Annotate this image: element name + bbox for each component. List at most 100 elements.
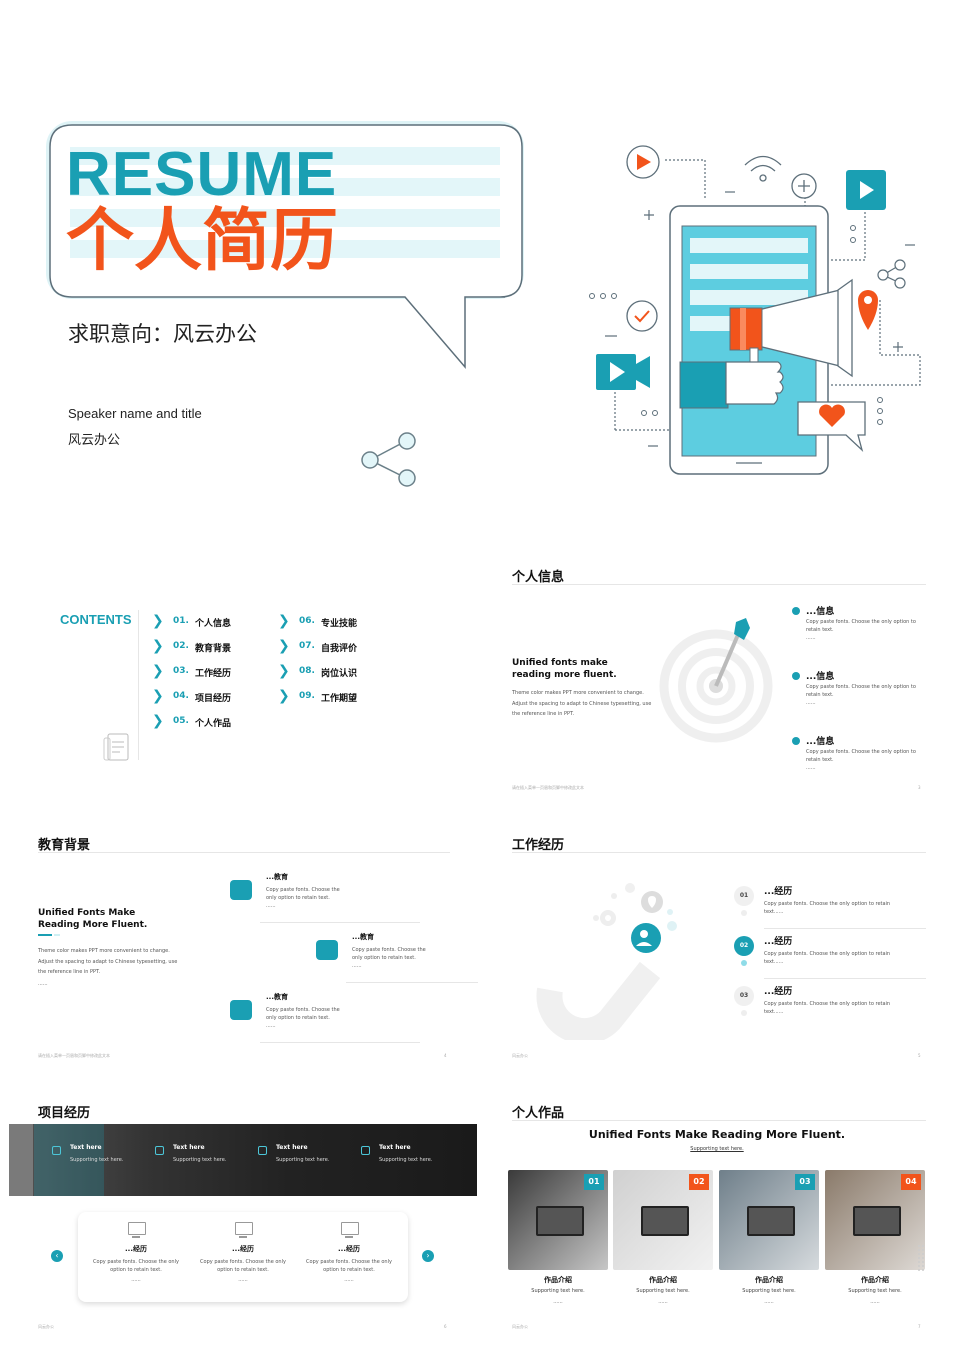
resume-title-cn: 个人简历: [66, 202, 339, 281]
share-network-icon: [877, 259, 906, 289]
work-item-divider: [764, 978, 926, 979]
info-item-dots: ......: [806, 635, 816, 641]
edu-lead2: Reading More Fluent.: [38, 920, 148, 930]
edu-item-title: ...教育: [352, 933, 374, 941]
contents-item-num: 04.: [173, 691, 189, 701]
server-icon: [230, 880, 252, 900]
next-arrow-button[interactable]: ›: [422, 1250, 434, 1262]
works-sub: Supporting text here.: [690, 1146, 744, 1152]
speech-bubble: [46, 121, 524, 370]
tablet-icon: [52, 1146, 61, 1155]
works-item-title: 作品介绍: [544, 1276, 572, 1284]
chevron-right-icon: ❯: [278, 638, 290, 654]
speaker-name: Speaker name and title: [68, 406, 202, 421]
info-item-text: Copy paste fonts. Choose the only option…: [806, 684, 916, 698]
works-item-title: 作品介绍: [861, 1276, 889, 1284]
project-banner: [9, 1124, 477, 1196]
chevron-right-icon: ❯: [152, 688, 164, 704]
works-footer: 风云办公: [512, 1324, 528, 1329]
contents-item-label: 自我评价: [321, 644, 358, 654]
works-item-num: 01: [584, 1174, 604, 1190]
contents-slide: CONTENTS ❯ 01. 个人信息 ❯ 02. 教育背景 ❯ 03. 工作经…: [0, 540, 478, 808]
edu-title: 教育背景: [38, 838, 91, 853]
heart-icon: [819, 404, 845, 427]
work-title: 工作经历: [512, 838, 565, 853]
contents-item-label: 项目经历: [195, 694, 232, 704]
works-title: 个人作品: [512, 1106, 565, 1121]
info-item-title: ...信息: [806, 672, 835, 682]
info-body: Theme color makes PPT more convenient to…: [512, 690, 652, 717]
contents-item-num: 07.: [299, 641, 315, 651]
info-item-dots: ......: [806, 765, 816, 771]
contents-item-label: 工作经历: [195, 669, 232, 679]
project-card-title: ...经历: [232, 1245, 254, 1253]
check-icon: [626, 300, 658, 332]
info-footer: 请在插入菜单—页眉和页脚中修改此文本: [512, 785, 584, 790]
edu-item-divider: [346, 982, 478, 983]
edu-item-title: ...教育: [266, 873, 288, 881]
contents-item-label: 专业技能: [321, 619, 358, 629]
contents-divider: [138, 610, 139, 760]
monitor-icon: [235, 1222, 253, 1235]
play-circle-icon: [792, 607, 800, 615]
banner-item-title: Text here: [173, 1144, 205, 1151]
works-item-dots: ......: [764, 1299, 774, 1305]
cover-slide: RESUME 个人简历 求职意向：风云办公 Speaker name and t…: [0, 0, 960, 540]
contents-item-num: 09.: [299, 691, 315, 701]
add-user-icon: [631, 923, 661, 953]
works-item-sub: Supporting text here.: [636, 1288, 690, 1294]
works-item-num: 04: [901, 1174, 921, 1190]
job-intent: 求职意向：风云办公: [68, 322, 257, 346]
works-dots-decor: [917, 1244, 925, 1272]
banner-item-sub: Supporting text here.: [70, 1157, 124, 1163]
work-item-text: Copy paste fonts. Choose the only option…: [764, 951, 891, 965]
works-item-sub: Supporting text here.: [848, 1288, 902, 1294]
target-dart-illustration: [659, 618, 773, 743]
education-slide: 教育背景 Unified Fonts Make Reading More Flu…: [0, 808, 478, 1076]
work-item-title: ...经历: [764, 937, 793, 947]
project-card-text: Copy paste fonts. Choose the only option…: [200, 1259, 286, 1273]
prev-arrow-button[interactable]: ‹: [51, 1250, 63, 1262]
chevron-right-icon: ❯: [152, 613, 164, 629]
laptop-icon: [536, 1206, 584, 1236]
share-icon: [361, 432, 416, 487]
banner-item-sub: Supporting text here.: [276, 1157, 330, 1163]
shield-icon: [155, 1146, 164, 1155]
work-item-divider: [764, 928, 926, 929]
contents-item-label: 教育背景: [195, 644, 232, 654]
project-cards-panel: [78, 1212, 408, 1302]
contents-item-label: 工作期望: [321, 694, 358, 704]
laptop-icon: [853, 1206, 901, 1236]
project-card-dots: ......: [131, 1277, 141, 1283]
work-slide: 工作经历 01 ...经历 Copy paste fonts. Choose t…: [480, 808, 960, 1076]
chevron-right-icon: ❯: [278, 613, 290, 629]
play-circle-icon: [792, 737, 800, 745]
magnet-illustration: [536, 883, 677, 1040]
info-item-title: ...信息: [806, 737, 835, 747]
chevron-right-icon: ❯: [152, 713, 164, 729]
edu-dots: ......: [38, 981, 48, 987]
project-card-text: Copy paste fonts. Choose the only option…: [306, 1259, 392, 1273]
works-headline: Unified Fonts Make Reading More Fluent.: [588, 1128, 846, 1141]
info-slide: 个人信息 Unified fonts make reading more flu…: [480, 540, 960, 808]
laptop-icon: [747, 1206, 795, 1236]
work-item-title: ...经历: [764, 987, 793, 997]
info-item-title: ...信息: [806, 607, 835, 617]
project-footer: 风云办公: [38, 1324, 54, 1329]
banner-item-title: Text here: [379, 1144, 411, 1151]
info-item-text: Copy paste fonts. Choose the only option…: [806, 619, 916, 633]
wifi-icon: [744, 155, 782, 182]
edu-item-dots: ......: [266, 903, 276, 909]
work-item-num: 01: [734, 886, 754, 906]
edu-item-text: Copy paste fonts. Choose the only option…: [266, 887, 340, 901]
contents-item-num: 03.: [173, 666, 189, 676]
database-icon: [316, 940, 338, 960]
edu-item-text: Copy paste fonts. Choose the only option…: [352, 947, 426, 961]
project-card-title: ...经历: [125, 1245, 147, 1253]
project-card-dots: ......: [344, 1277, 354, 1283]
edu-lead1: Unified Fonts Make: [38, 908, 136, 918]
phone-megaphone-illustration: [589, 145, 921, 475]
speaker-cn: 风云办公: [68, 433, 121, 448]
edu-item-title: ...教育: [266, 993, 288, 1001]
banner-item-sub: Supporting text here.: [379, 1157, 433, 1163]
